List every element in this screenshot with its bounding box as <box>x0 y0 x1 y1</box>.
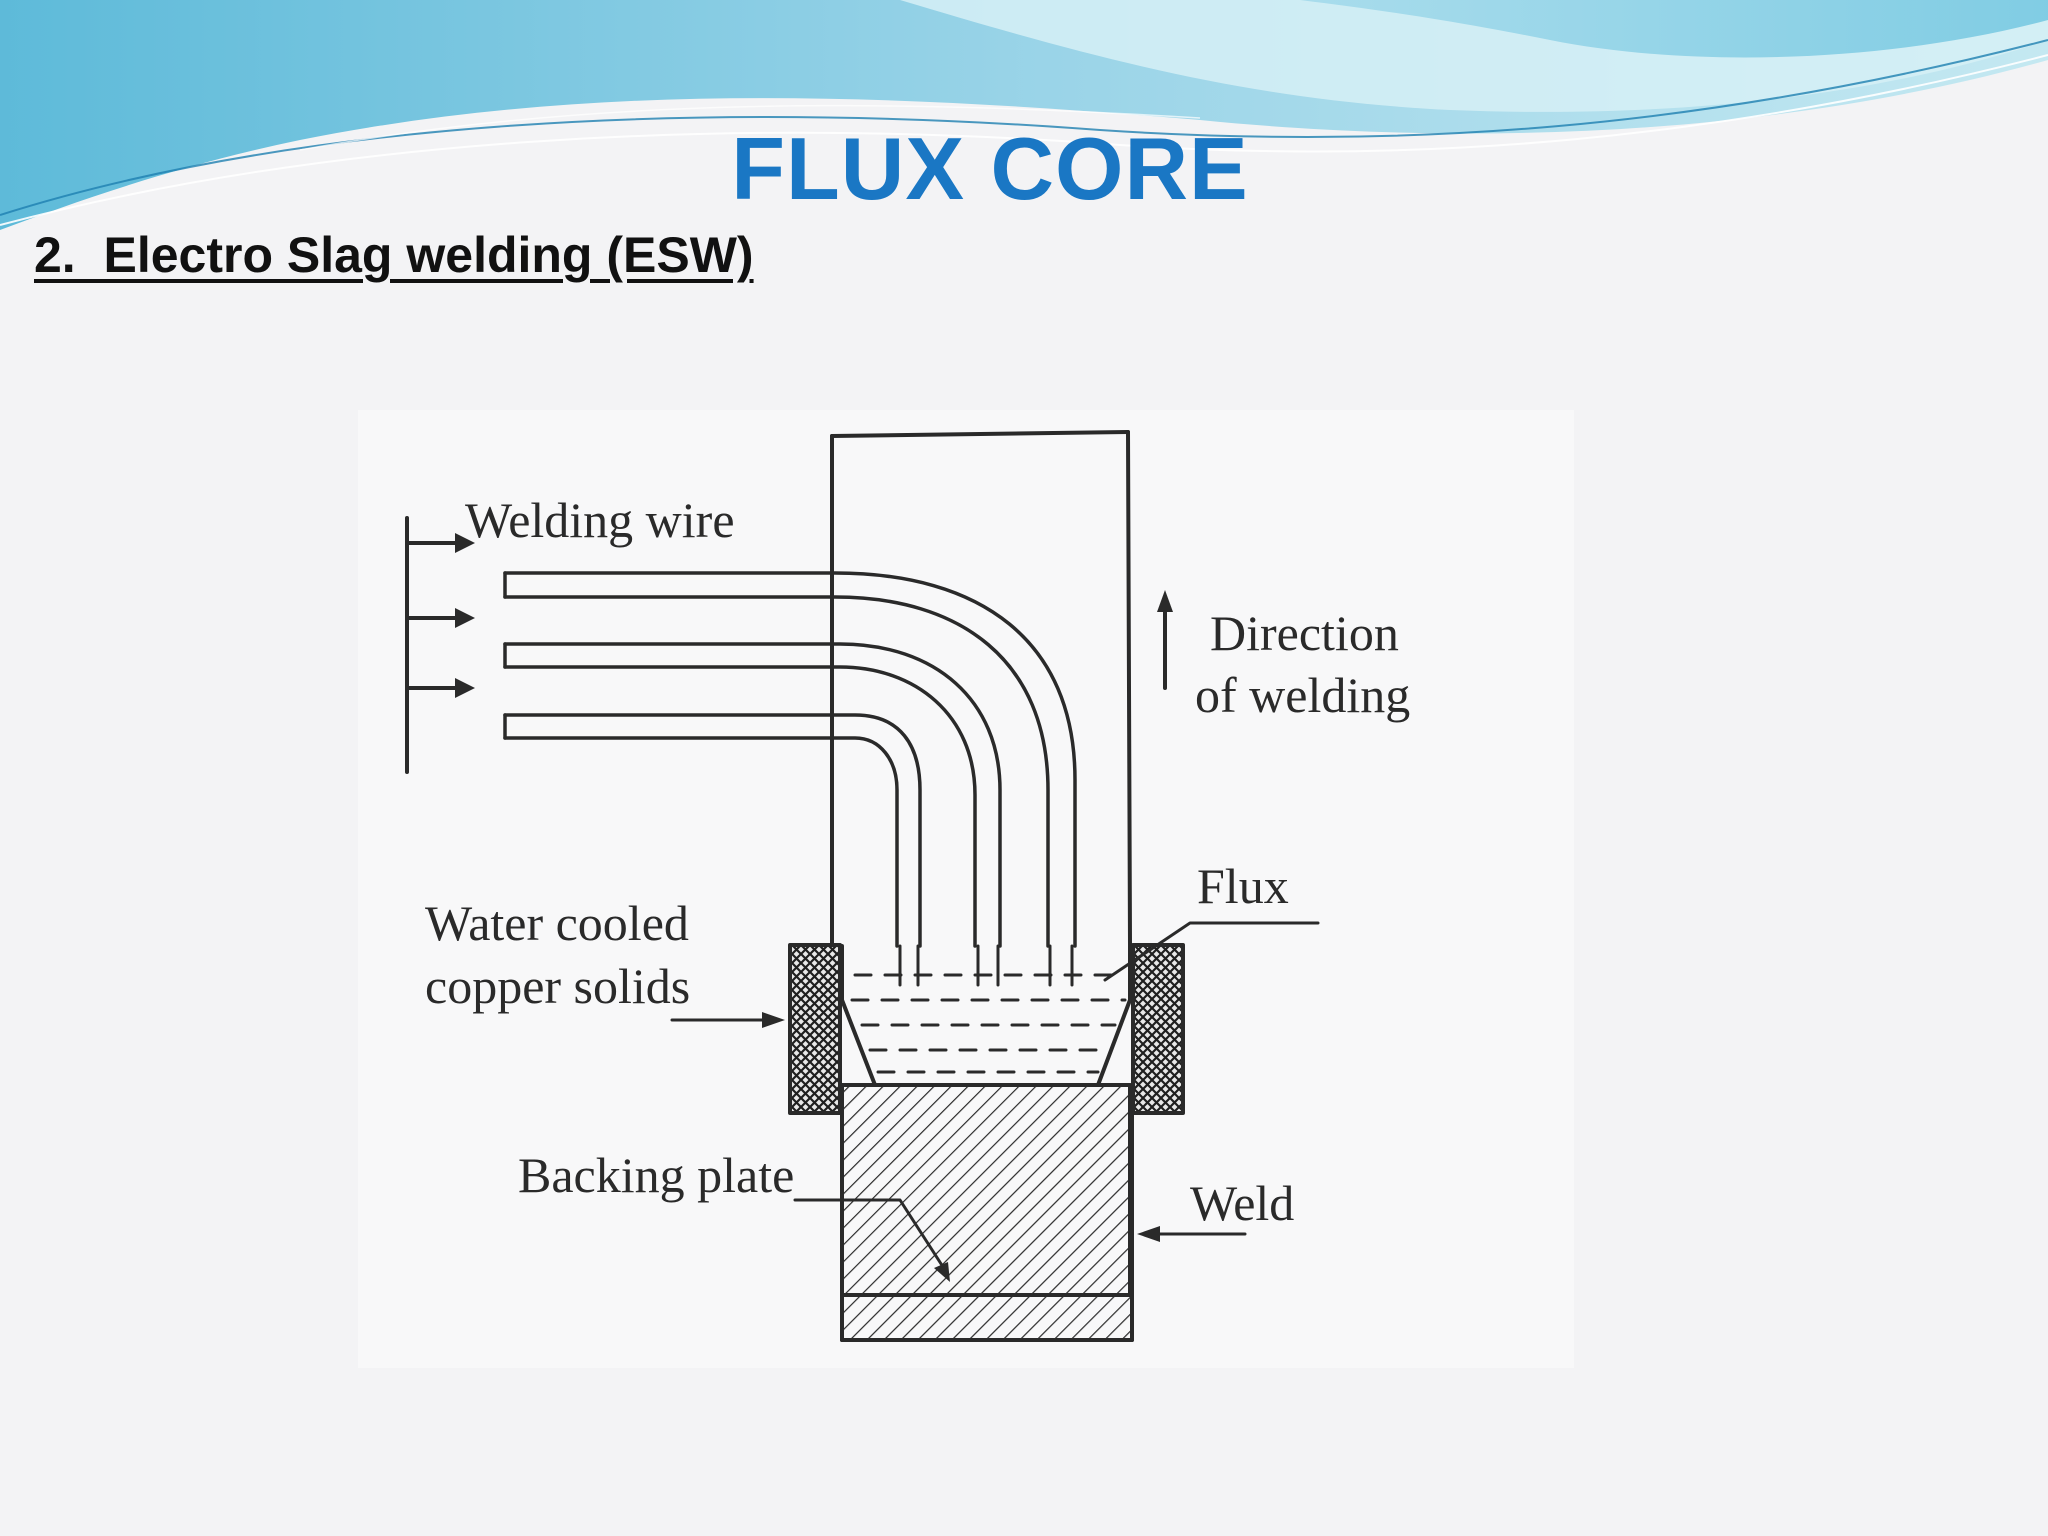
label-welding-wire: Welding wire <box>465 492 735 548</box>
slide-subtitle: 2. Electro Slag welding (ESW) <box>34 227 754 283</box>
label-flux: Flux <box>1197 858 1289 914</box>
welding-wire-middle <box>503 642 1002 948</box>
backing-plate-leader-line <box>793 1198 947 1272</box>
slag-dashes <box>850 973 1127 1074</box>
flux-leader-line <box>1103 921 1320 982</box>
label-direction-line2: of welding <box>1195 667 1410 723</box>
weld-metal <box>840 1083 1132 1297</box>
workpiece-plate <box>830 430 1132 947</box>
welding-wire-top <box>503 571 1077 948</box>
feed-arrow-icons <box>455 533 475 698</box>
label-water-cooled-line1: Water cooled <box>425 895 689 951</box>
slide-title: FLUX CORE <box>731 119 1249 218</box>
wire-feed-bracket <box>405 516 467 774</box>
welding-wire-bottom <box>503 713 922 948</box>
label-backing-plate: Backing plate <box>518 1147 794 1203</box>
label-water-cooled-line2: copper solids <box>425 958 690 1014</box>
backing-plate-arrow-icon <box>934 1262 950 1282</box>
header-wave-decoration <box>0 0 2048 230</box>
direction-arrow-icon <box>1157 590 1173 690</box>
wire-tips <box>898 944 1074 987</box>
label-weld: Weld <box>1190 1175 1294 1231</box>
slag-pool <box>840 944 1132 1087</box>
backing-plate <box>840 1293 1134 1342</box>
copper-leader-arrow <box>670 1012 785 1028</box>
weld-leader-arrow <box>1137 1226 1247 1242</box>
label-direction-line1: Direction <box>1210 605 1399 661</box>
copper-shoe-left <box>788 943 842 1115</box>
copper-shoe-right <box>1131 943 1185 1115</box>
